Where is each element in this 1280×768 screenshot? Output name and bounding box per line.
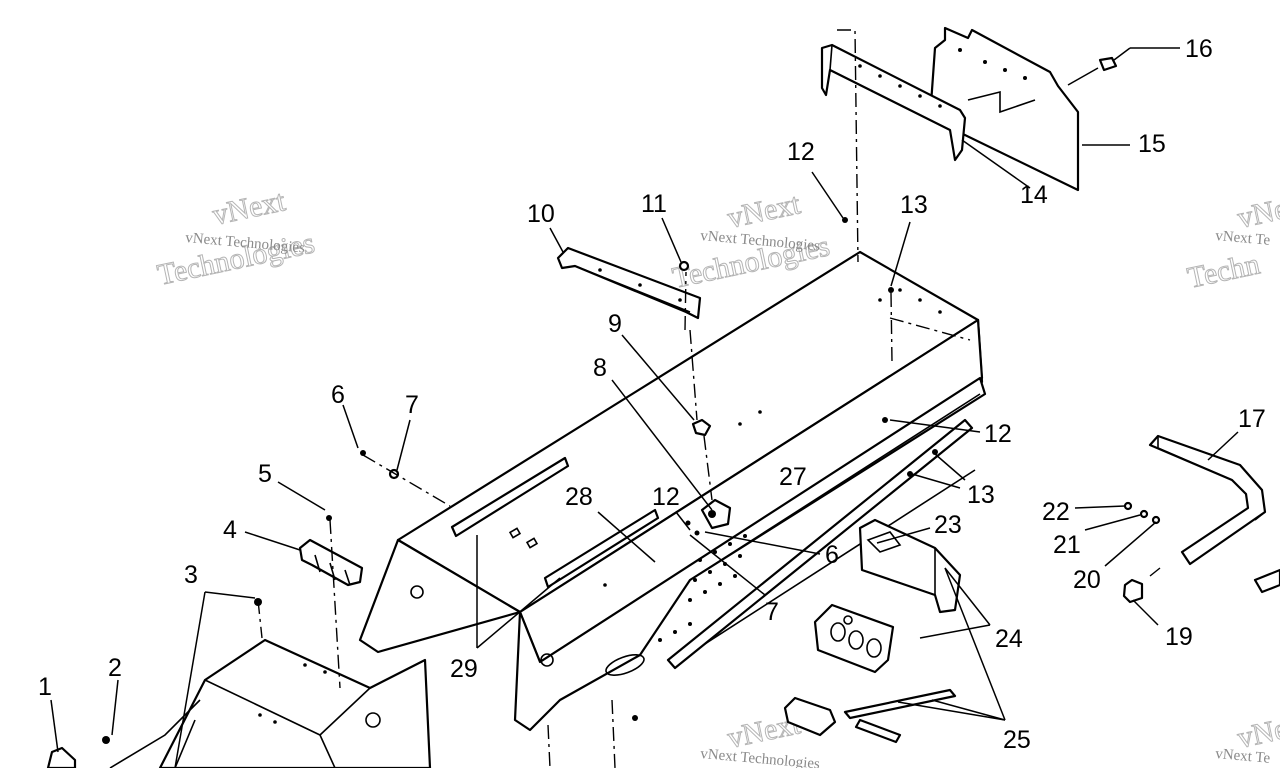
part-11-rivet [678,260,690,272]
callout-12: 12 [984,420,1012,448]
callout-27: 27 [779,463,807,491]
callout-13: 13 [900,191,928,219]
callout-12: 12 [787,138,815,166]
part-9-washer [691,418,712,437]
part-4-bracket [298,538,364,587]
callout-12: 12 [652,483,680,511]
part-15-snow-flap [928,26,1080,192]
chassis-front-left [109,638,432,768]
part-19-cap [1122,578,1144,604]
callout-8: 8 [593,354,607,382]
watermark-large-top: vNext [210,184,289,232]
part-23-cover [858,518,962,614]
callout-labels: 1 2 3 4 5 6 7 8 9 10 11 12 13 14 15 16 1… [38,35,1266,754]
callout-1: 1 [38,673,52,701]
part-27-rod [666,418,974,670]
watermark-group-3: vNext Techn vNext Te [1184,187,1280,296]
callout-21: 21 [1053,531,1081,559]
watermark-large-bottom: Techn [1185,247,1263,294]
callout-4: 4 [223,516,237,544]
watermark-small: vNext Te [1215,228,1271,249]
callout-6: 6 [331,381,345,409]
callout-2: 2 [108,654,122,682]
callout-9: 9 [608,310,622,338]
part-1-bracket [46,746,77,768]
watermark-group-6: vNext vNext Te [1215,707,1280,767]
callout-7: 7 [405,391,419,419]
part-10-channel-bracket [556,246,702,320]
callout-28: 28 [565,483,593,511]
part-16-flap-pin [1098,47,1131,72]
callout-11: 11 [641,190,667,218]
watermark-group-1: vNext Technologies vNext Technologies [154,184,318,293]
callout-15: 15 [1138,130,1166,158]
callout-3: 3 [184,561,198,589]
part-17-bumper-end [1253,568,1280,594]
callout-14: 14 [1020,181,1048,209]
watermark-group-2: vNext Technologies vNext Technologies [669,187,833,296]
callout-23: 23 [934,511,962,539]
callout-6: 6 [825,541,839,569]
callout-leader-lines [50,47,1239,768]
part-14-flap-bracket [820,43,967,162]
callout-16: 16 [1185,35,1213,63]
callout-13: 13 [967,481,995,509]
watermark-large-top: vNext [725,187,804,235]
callout-7: 7 [765,598,779,626]
callout-22: 22 [1042,498,1070,526]
watermark-large-top: vNext [1235,187,1280,235]
assembly-center-lines [257,29,1161,768]
watermark-small: vNext Technologies [700,746,821,768]
part-17-bumper [1148,434,1267,566]
callout-20: 20 [1073,566,1101,594]
callout-17: 17 [1238,405,1266,433]
callout-25: 25 [1003,726,1031,754]
watermark-small: vNext Te [1215,746,1271,767]
part-24-plate [813,603,895,674]
callout-29: 29 [450,655,478,683]
callout-24: 24 [995,625,1023,653]
tunnel-main-body [358,250,984,664]
callout-19: 19 [1165,623,1193,651]
part-25-bracket [783,688,957,744]
callout-5: 5 [258,460,272,488]
callout-10: 10 [527,200,555,228]
